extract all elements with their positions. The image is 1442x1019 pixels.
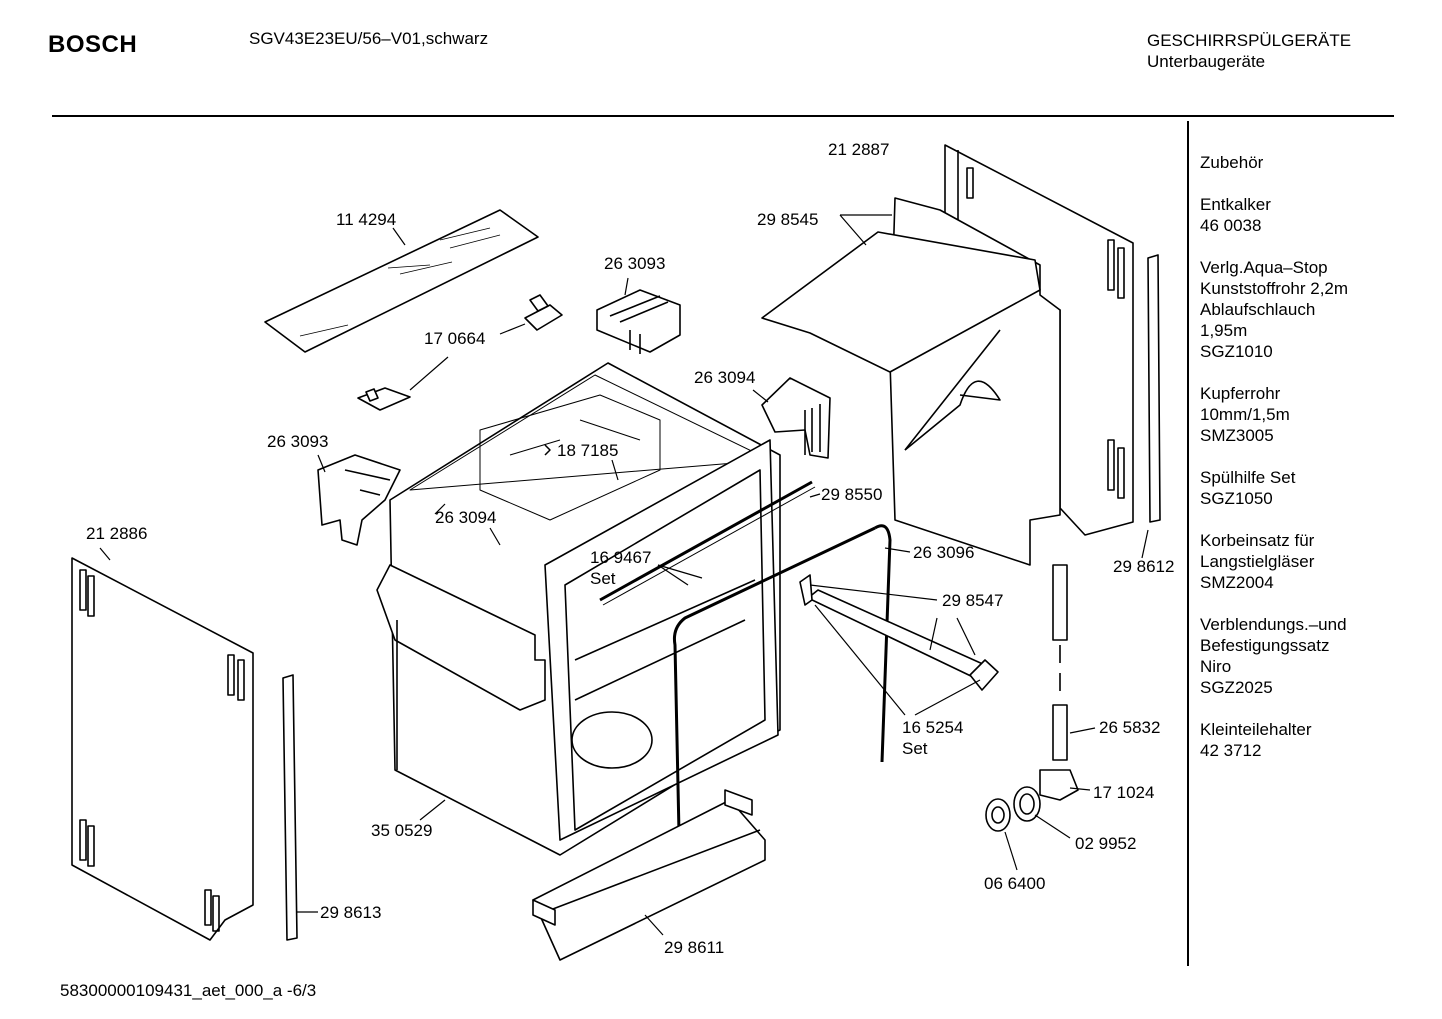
kick-plate xyxy=(532,789,766,961)
inlet-hose-assembly xyxy=(985,564,1079,832)
accessory-line: Befestigungssatz xyxy=(1200,636,1330,655)
accessory-line: Niro xyxy=(1200,657,1232,676)
model-number: SGV43E23EU/56–V01,schwarz xyxy=(249,29,489,48)
top-cover-plate xyxy=(264,209,539,353)
part-label-298611: 29 8611 xyxy=(664,938,725,957)
accessory-line: Spülhilfe Set xyxy=(1200,468,1296,487)
accessory-line: SGZ1050 xyxy=(1200,489,1273,508)
accessory-group: Entkalker 46 0038 xyxy=(1200,194,1390,236)
accessory-line: Kunststoffrohr 2,2m xyxy=(1200,279,1349,298)
part-label-265832: 26 5832 xyxy=(1099,718,1161,737)
leader-lines xyxy=(99,214,1149,936)
document-id: 58300000109431_aet_000_a -6/3 xyxy=(60,981,317,1000)
part-label-263096: 26 3096 xyxy=(913,543,975,562)
part-label-169467: 16 9467 xyxy=(590,548,652,567)
accessory-group: Verlg.Aqua–Stop Kunststoffrohr 2,2m Abla… xyxy=(1200,257,1390,362)
part-label-114294: 11 4294 xyxy=(336,210,397,229)
part-label-212886: 21 2886 xyxy=(86,524,148,543)
accessory-line: SMZ2004 xyxy=(1200,573,1274,592)
accessory-line: Korbeinsatz für xyxy=(1200,531,1315,550)
accessory-line: Zubehör xyxy=(1200,153,1264,172)
accessory-line: SGZ1010 xyxy=(1200,342,1273,361)
rail-rod xyxy=(799,574,999,691)
part-label-263094-right: 26 3094 xyxy=(694,368,756,387)
accessory-group: Spülhilfe Set SGZ1050 xyxy=(1200,467,1390,509)
front-base-panel xyxy=(376,564,546,770)
part-label-263093-left: 26 3093 xyxy=(267,432,329,451)
accessory-line: 42 3712 xyxy=(1200,741,1262,760)
part-label-170664: 17 0664 xyxy=(424,329,486,348)
accessory-line: Kupferrohr xyxy=(1200,384,1281,403)
accessory-line: Langstielgläser xyxy=(1200,552,1315,571)
top-seal xyxy=(599,480,816,606)
hinge-housing-left xyxy=(317,454,401,546)
part-label-298550: 29 8550 xyxy=(821,485,883,504)
sidebar-divider xyxy=(1187,121,1189,966)
category-heading: GESCHIRRSPÜLGERÄTE Unterbaugeräte xyxy=(1147,30,1351,72)
accessory-line: SGZ2025 xyxy=(1200,678,1273,697)
part-label-350529: 35 0529 xyxy=(371,821,433,840)
hinge-cover-right xyxy=(761,377,831,459)
accessory-line: Verblendungs.–und xyxy=(1200,615,1347,634)
side-strip-right xyxy=(1147,254,1161,523)
accessory-line: Verlg.Aqua–Stop xyxy=(1200,258,1328,277)
part-label-298613: 29 8613 xyxy=(320,903,382,922)
part-label-029952: 02 9952 xyxy=(1075,834,1137,853)
accessory-line: 1,95m xyxy=(1200,321,1248,340)
part-label-298612: 29 8612 xyxy=(1113,557,1175,576)
accessory-line: SMZ3005 xyxy=(1200,426,1274,445)
accessory-line: Ablaufschlauch xyxy=(1200,300,1316,319)
side-strip-left xyxy=(282,674,298,941)
part-label-298547: 29 8547 xyxy=(942,591,1004,610)
accessory-line: Entkalker xyxy=(1200,195,1271,214)
accessory-group: Kleinteilehalter 42 3712 xyxy=(1200,719,1390,761)
accessory-line: 10mm/1,5m xyxy=(1200,405,1290,424)
header-divider xyxy=(52,115,1394,117)
part-label-169467-set: Set xyxy=(590,569,616,588)
part-label-187185: 18 7185 xyxy=(557,441,619,460)
part-label-171024: 17 1024 xyxy=(1093,783,1155,802)
hinge-housing-upper xyxy=(596,289,681,354)
part-label-263093-upper: 26 3093 xyxy=(604,254,666,273)
accessory-group: Kupferrohr 10mm/1,5m SMZ3005 xyxy=(1200,383,1390,446)
accessories-list: Zubehör Entkalker 46 0038 Verlg.Aqua–Sto… xyxy=(1200,152,1390,782)
part-label-263094-inner: 26 3094 xyxy=(435,508,497,527)
part-label-165254: 16 5254 xyxy=(902,718,964,737)
part-label-212887: 21 2887 xyxy=(828,140,890,159)
accessory-group: Korbeinsatz für Langstielgläser SMZ2004 xyxy=(1200,530,1390,593)
category-line-1: GESCHIRRSPÜLGERÄTE xyxy=(1147,31,1352,50)
mounting-bracket-lower xyxy=(357,387,411,411)
accessory-line: Kleinteilehalter xyxy=(1200,720,1312,739)
door-seal xyxy=(673,524,892,881)
side-panel-left xyxy=(71,557,254,941)
top-frame-assembly xyxy=(761,197,1061,566)
mounting-bracket-upper xyxy=(524,294,563,331)
part-label-298545: 29 8545 xyxy=(757,210,819,229)
dishwasher-tub xyxy=(389,362,781,856)
accessory-group: Zubehör xyxy=(1200,152,1390,173)
accessory-line: 46 0038 xyxy=(1200,216,1262,235)
part-label-066400: 06 6400 xyxy=(984,874,1046,893)
part-label-165254-set: Set xyxy=(902,739,928,758)
accessory-group: Verblendungs.–und Befestigungssatz Niro … xyxy=(1200,614,1390,698)
brand-logo: BOSCH xyxy=(48,31,138,58)
category-line-2: Unterbaugeräte xyxy=(1147,52,1266,71)
